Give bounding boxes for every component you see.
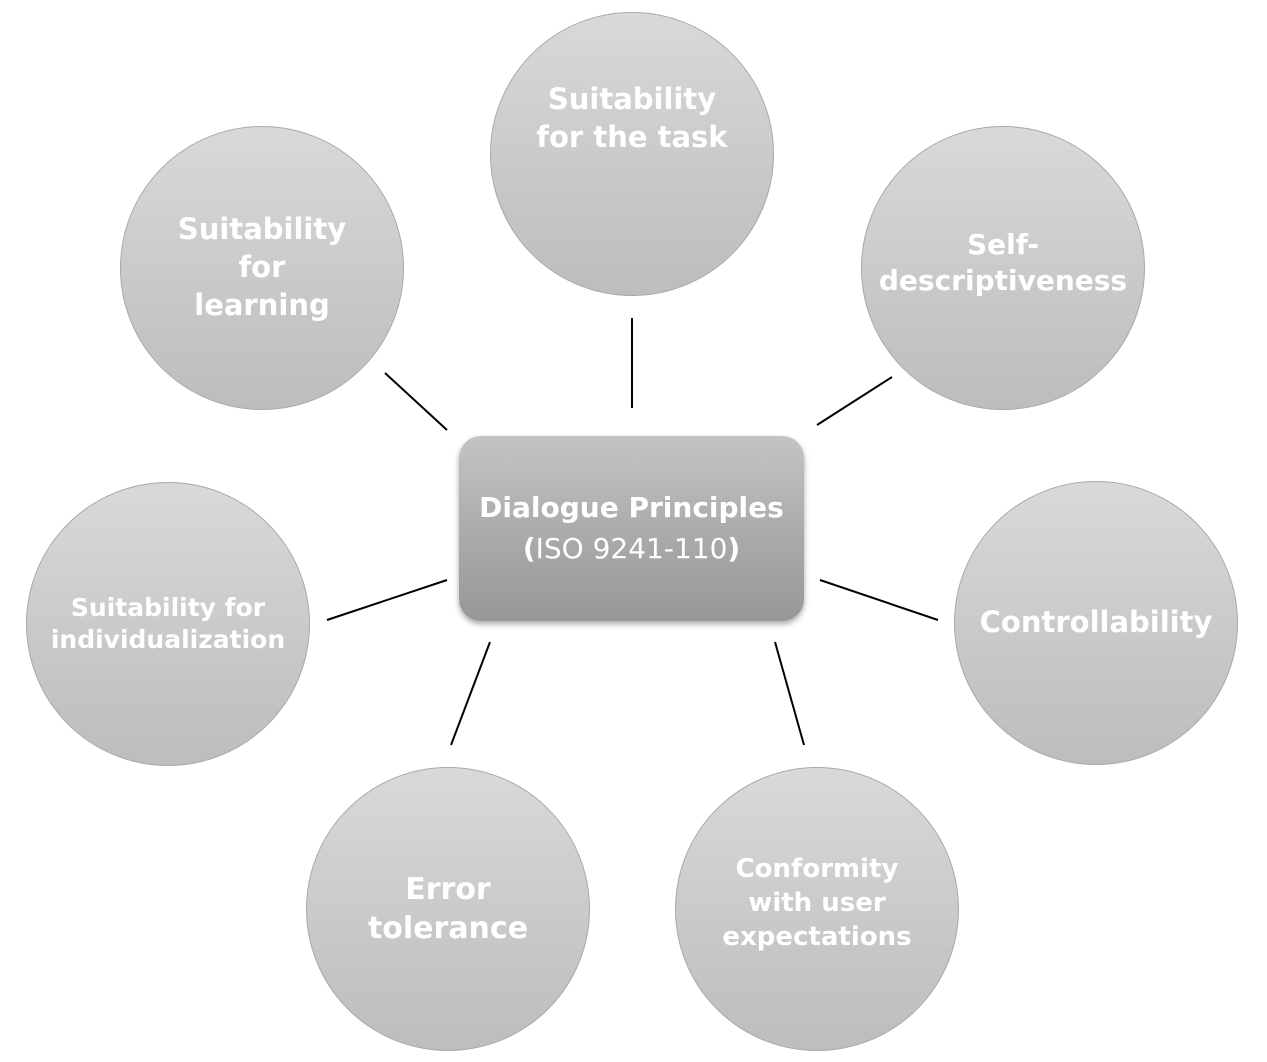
connector-conformity — [774, 641, 805, 746]
close-paren: ) — [727, 531, 741, 565]
connector-error — [450, 641, 491, 746]
connector-self — [816, 376, 893, 426]
node-label: Suitability for learning — [177, 212, 347, 322]
node-error-tolerance: Error tolerance — [306, 767, 590, 1051]
connector-learning — [384, 372, 448, 431]
node-conformity-with-user-expectations: Conformity with user expectations — [675, 767, 959, 1051]
node-label: Conformity with user expectations — [722, 854, 912, 952]
node-suitability-for-individualization: Suitability for individualization — [26, 482, 310, 766]
node-label: Suitability for the task — [536, 82, 728, 154]
node-self-descriptiveness: Self- descriptiveness — [861, 126, 1145, 410]
node-label: Self- descriptiveness — [878, 227, 1128, 297]
center-subtitle-line: (ISO 9241-110) — [523, 529, 740, 570]
node-suitability-for-task: Suitability for the task — [490, 12, 774, 296]
center-subtitle: ISO 9241-110 — [535, 531, 728, 565]
connector-controllability — [819, 579, 939, 621]
node-controllability: Controllability — [954, 481, 1238, 765]
node-suitability-for-learning: Suitability for learning — [120, 126, 404, 410]
node-label: Error tolerance — [367, 872, 529, 946]
node-label: Suitability for individualization — [50, 592, 286, 655]
open-paren: ( — [522, 531, 536, 565]
center-title: Dialogue Principles — [479, 490, 784, 524]
connector-individualization — [326, 579, 448, 621]
center-dialogue-principles: Dialogue Principles (ISO 9241-110) — [459, 436, 804, 621]
node-label: Controllability — [979, 605, 1213, 640]
